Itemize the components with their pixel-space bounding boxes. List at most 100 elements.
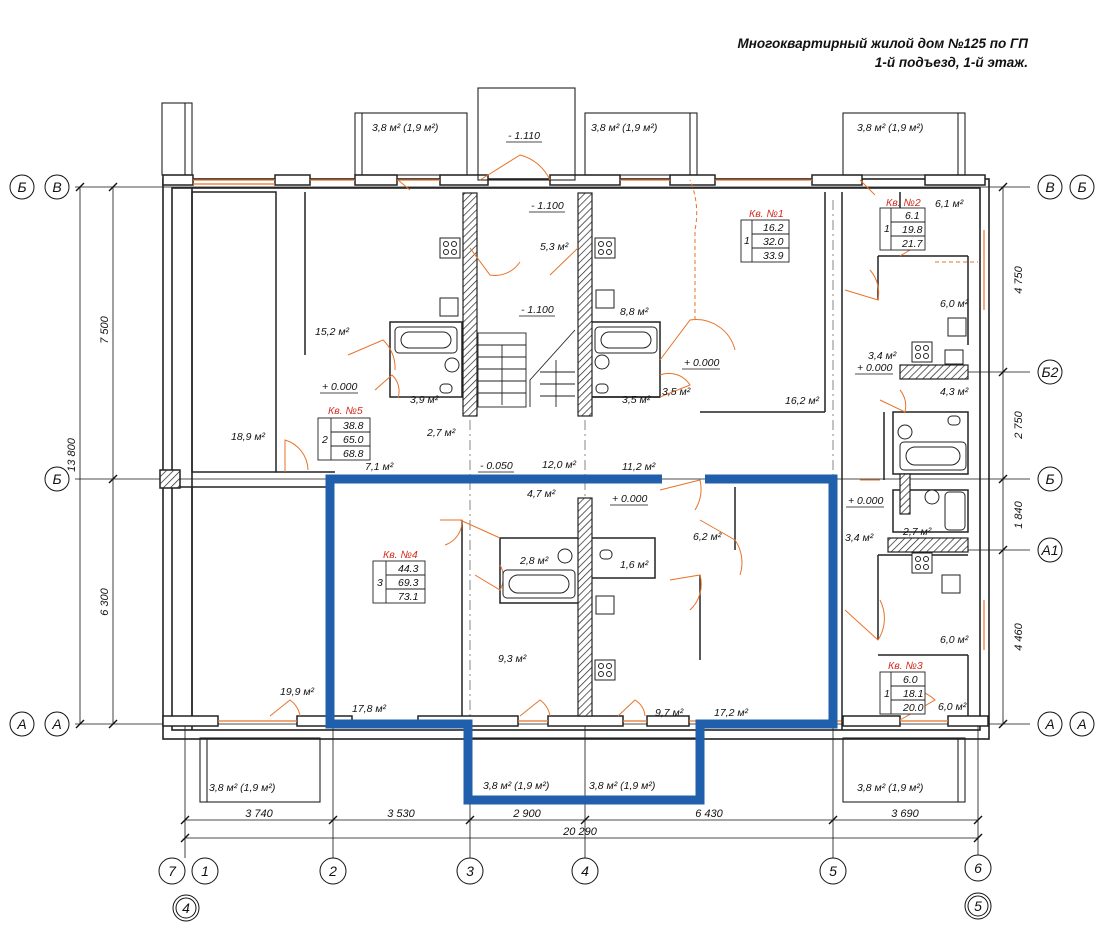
balcony-area: 3,8 м² (1,9 м²) — [591, 122, 657, 134]
balcony-area: 3,8 м² (1,9 м²) — [372, 122, 438, 134]
apartment-name: Кв. №1 — [749, 208, 784, 220]
dim-bottom-3: 2 900 — [512, 808, 541, 820]
axis-label-A: А — [1076, 716, 1086, 732]
level-mark: + 0.000 — [857, 362, 892, 374]
level-mark: - 1.100 — [521, 304, 554, 316]
room-area: 6,0 м² — [938, 701, 967, 713]
apartment-name: Кв. №4 — [383, 549, 418, 561]
axis-label-3: 3 — [466, 863, 474, 879]
apartment-value: 73.1 — [398, 591, 418, 603]
interior-walls — [191, 191, 969, 730]
axis-label-B: Б — [17, 179, 26, 195]
dim-upper: 7 500 — [99, 315, 111, 343]
room-area: 19,9 м² — [280, 686, 315, 698]
apartment-value: 19.8 — [902, 224, 923, 236]
axis-label-B2: Б2 — [1042, 364, 1059, 380]
room-area: 3,4 м² — [845, 532, 874, 544]
balcony-area: 3,8 м² (1,9 м²) — [857, 782, 923, 794]
apartment-value: 6.1 — [905, 210, 920, 222]
axis-label-B: Б — [1077, 179, 1086, 195]
apartment-value: 65.0 — [343, 434, 364, 446]
room-area: 12,0 м² — [542, 459, 577, 471]
room-area: 17,2 м² — [714, 707, 749, 719]
dim-bottom-2: 3 530 — [387, 808, 415, 820]
room-area: 3,4 м² — [868, 350, 897, 362]
balcony-area: 3,8 м² (1,9 м²) — [209, 782, 275, 794]
apartment-value: 44.3 — [398, 563, 419, 575]
room-area: 5,3 м² — [540, 241, 569, 253]
entrance-vestibule — [477, 87, 576, 181]
room-area: 15,2 м² — [315, 326, 350, 338]
dim-right-3: 1 840 — [1013, 500, 1025, 528]
room-area: 6,1 м² — [935, 198, 964, 210]
axis-label-A: А — [51, 716, 61, 732]
balcony-area: 3,8 м² (1,9 м²) — [857, 122, 923, 134]
door-swings — [269, 154, 978, 721]
level-mark: + 0.000 — [612, 493, 647, 505]
wall-blocks — [159, 174, 989, 727]
room-area: 6,2 м² — [693, 531, 722, 543]
room-area: 1,6 м² — [620, 559, 649, 571]
apartment-value: 21.7 — [901, 238, 924, 250]
apartment-value: 32.0 — [763, 236, 784, 248]
apartment-rooms: 1 — [744, 235, 750, 247]
title-line-1: Многоквартирный жилой дом №125 по ГП — [737, 36, 1028, 51]
axis-label-4-circled: 4 — [182, 900, 190, 916]
apartment-rooms: 1 — [884, 688, 890, 700]
axis-label-A1: А1 — [1040, 542, 1058, 558]
room-area: 4,3 м² — [940, 386, 969, 398]
balcony-area: 3,8 м² (1,9 м²) — [483, 780, 549, 792]
apartment-value: 68.8 — [343, 448, 364, 460]
room-area: 11,2 м² — [622, 461, 656, 473]
level-mark: - 1.100 — [531, 200, 564, 212]
axis-label-5: 5 — [829, 863, 837, 879]
axis-label-B: Б — [1045, 471, 1054, 487]
hatched-walls — [462, 192, 969, 717]
apartment-rooms: 3 — [377, 577, 383, 589]
level-mark: - 0.050 — [480, 460, 513, 472]
balcony-areas: 3,8 м² (1,9 м²) 3,8 м² (1,9 м²) 3,8 м² (… — [209, 122, 923, 794]
title-line-2: 1-й подъезд, 1-й этаж. — [874, 55, 1028, 70]
apartment-rooms: 1 — [884, 223, 890, 235]
room-area: 7,1 м² — [365, 461, 394, 473]
room-area: 8,8 м² — [620, 306, 649, 318]
room-area: 17,8 м² — [352, 703, 387, 715]
axis-label-4: 4 — [581, 863, 589, 879]
axis-label-7: 7 — [168, 863, 177, 879]
axis-bubbles — [9, 174, 1095, 922]
level-marks: - 1.110 - 1.100 - 1.100 - 0.050 + 0.000 … — [322, 130, 892, 507]
level-underlines — [320, 141, 893, 508]
level-mark: + 0.000 — [848, 495, 883, 507]
room-area: 9,3 м² — [498, 653, 527, 665]
apartment-name: Кв. №2 — [886, 197, 921, 209]
room-area: 4,7 м² — [527, 488, 556, 500]
axis-label-V: В — [52, 179, 61, 195]
apartment-value: 6.0 — [903, 674, 918, 686]
room-area: 2,7 м² — [426, 427, 456, 439]
axis-label-1: 1 — [201, 863, 209, 879]
axis-label-A: А — [16, 716, 26, 732]
dim-total-height: 13 800 — [66, 437, 78, 472]
dim-right-4: 4 460 — [1013, 622, 1025, 650]
axis-label-6: 6 — [974, 860, 982, 876]
dim-right-2: 2 750 — [1013, 410, 1025, 439]
room-area: 6,0 м² — [940, 634, 969, 646]
apartment-value: 18.1 — [903, 688, 923, 700]
apartment-labels: Кв. №1 1 16.2 32.0 33.9 Кв. №2 1 6.1 19.… — [321, 197, 924, 714]
room-area: 3,5 м² — [622, 394, 651, 406]
dim-bottom-4: 6 430 — [695, 808, 723, 820]
apartment-name: Кв. №3 — [888, 660, 923, 672]
room-area: 6,0 м² — [940, 298, 969, 310]
dim-bottom-5: 3 690 — [891, 808, 919, 820]
apartment-rooms: 2 — [321, 434, 328, 446]
level-mark: + 0.000 — [322, 381, 357, 393]
dim-right-1: 4 750 — [1013, 265, 1025, 293]
level-mark: + 0.000 — [684, 357, 719, 369]
dim-bottom-1: 3 740 — [245, 808, 273, 820]
level-mark: - 1.110 — [508, 130, 540, 142]
room-area: 2,7 м² — [902, 526, 932, 538]
apartment-value: 69.3 — [398, 577, 419, 589]
room-area: 16,2 м² — [785, 395, 820, 407]
room-area: 3,5 м² — [662, 386, 691, 398]
